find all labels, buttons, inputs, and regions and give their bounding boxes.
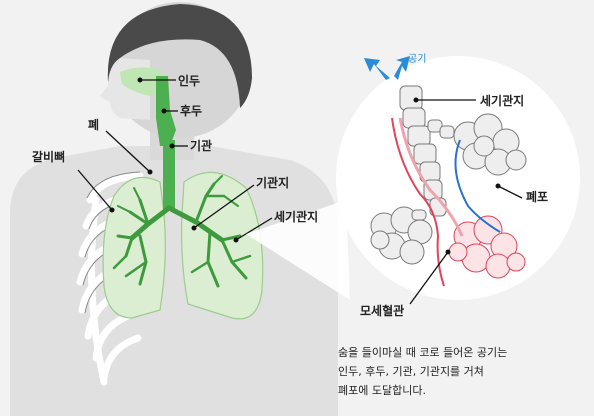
caption-line-2: 인두, 후두, 기관, 기관지를 거쳐 <box>338 365 484 378</box>
label-ribs: 갈비뼈 <box>32 150 66 164</box>
artery-2 <box>398 117 464 237</box>
caption: 숨을 들이마실 때 코로 들어온 공기는 인두, 후두, 기관, 기관지를 거쳐… <box>338 343 507 400</box>
label-alveoli: 폐포 <box>526 190 549 204</box>
vein <box>454 139 501 233</box>
pointer-lines <box>77 79 273 241</box>
caption-line-1: 숨을 들이마실 때 코로 들어온 공기는 <box>338 346 508 359</box>
trachea-tube <box>163 140 175 210</box>
bronchial-tree <box>112 175 252 288</box>
label-larynx: 후두 <box>180 104 203 118</box>
bronchiole-detail <box>399 85 455 221</box>
label-bronchiole-detail: 세기관지 <box>480 94 525 108</box>
label-air: 공기 <box>408 54 427 65</box>
hair <box>107 4 252 108</box>
caption-line-3: 폐포에 도달합니다. <box>338 384 426 397</box>
label-bronchus: 기관지 <box>256 176 290 190</box>
detail-pointer-dots <box>413 97 501 255</box>
label-bronchiole: 세기관지 <box>274 210 319 224</box>
zoom-connector <box>246 200 350 300</box>
air-flow-arrow-icon <box>364 56 410 80</box>
detail-pointers <box>409 99 523 305</box>
alveoli-clusters <box>370 113 527 265</box>
label-trachea: 기관 <box>190 139 213 153</box>
label-pharynx: 인두 <box>178 74 201 88</box>
alveoli-capillary-net <box>448 215 526 279</box>
label-capillaries: 모세혈관 <box>360 304 405 318</box>
label-lung: 폐 <box>88 118 100 132</box>
left-lung <box>102 176 166 319</box>
artery-1 <box>391 117 445 287</box>
pointer-dots <box>109 77 239 243</box>
